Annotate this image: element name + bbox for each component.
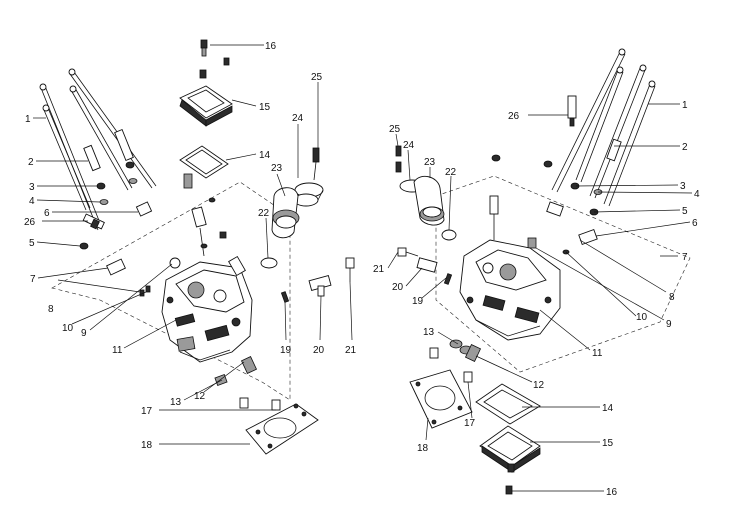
callout-label: 24: [403, 140, 415, 151]
right-cylinder-head-assembly: 1 26 2 3 4 5 6 7 8 10 9 11 12 13 17 18 1…: [373, 48, 700, 498]
cap: [169, 257, 181, 269]
callout-label: 7: [682, 252, 688, 263]
left-leader-lines: [33, 44, 353, 445]
cylinder-head-gasket: [245, 403, 319, 455]
callout-label: 19: [412, 296, 424, 307]
callout-label: 13: [423, 327, 435, 338]
callout-label: 21: [373, 264, 385, 275]
callout-label: 11: [592, 348, 603, 359]
callout-label: 1: [25, 114, 31, 125]
callout-label: 4: [694, 189, 700, 200]
callout-label: 14: [259, 150, 271, 161]
callout-label: 16: [606, 487, 618, 498]
callout-label: 26: [24, 217, 36, 228]
cylinder-head-gasket: [409, 369, 473, 429]
valve-cover-gasket: [179, 145, 229, 179]
right-leader-lines: [387, 103, 693, 492]
callout-label: 22: [445, 167, 457, 178]
spark-plug: [567, 95, 577, 127]
right-assembly-outline: [435, 175, 691, 373]
callout-label: 4: [29, 196, 35, 207]
fitting: [79, 242, 89, 250]
studs: [83, 129, 134, 172]
callout-label: 26: [508, 111, 520, 122]
callout-label: 19: [280, 345, 292, 356]
callout-label: 10: [62, 323, 74, 334]
callout-label: 6: [692, 218, 698, 229]
callout-label: 8: [669, 292, 675, 303]
left-assembly-outline: [51, 181, 291, 401]
callout-label: 25: [311, 72, 323, 83]
washers-nuts: [96, 161, 138, 205]
callout-label: 15: [259, 102, 271, 113]
intake-manifold: [260, 147, 324, 269]
bracket: [135, 201, 153, 217]
cover-screws: [505, 463, 515, 495]
head-bolts: [39, 68, 157, 231]
dowels-springs: [429, 339, 482, 383]
intake-manifold: [395, 145, 457, 241]
callout-label: 6: [44, 208, 50, 219]
callout-label: 23: [424, 157, 436, 168]
stud: [606, 138, 622, 162]
valve-cover: [179, 85, 233, 127]
valve-springs: [489, 195, 570, 255]
callout-label: 18: [141, 440, 153, 451]
callout-label: 18: [417, 443, 429, 454]
callout-label: 2: [28, 157, 34, 168]
callout-label: 9: [81, 328, 87, 339]
valve-springs: [183, 173, 227, 257]
callout-label: 2: [682, 142, 688, 153]
callout-label: 12: [194, 391, 206, 402]
pin: [145, 285, 151, 293]
callout-label: 3: [29, 182, 35, 193]
callout-label: 22: [258, 208, 270, 219]
spark-plug: [82, 213, 105, 230]
callout-label: 1: [682, 100, 688, 111]
callout-label: 15: [602, 438, 614, 449]
head-bolts: [551, 48, 656, 207]
callout-label: 23: [271, 163, 283, 174]
cylinder-head: [459, 239, 561, 341]
sensor-fittings: [397, 247, 453, 285]
left-callout-labels: 16 15 14 25 24 23 22 1 2 3 4 6 26 5 7 8 …: [24, 41, 357, 451]
callout-label: 17: [141, 406, 153, 417]
dowels-springs: [214, 356, 281, 411]
callout-label: 3: [680, 181, 686, 192]
left-cylinder-head-assembly: 16 15 14 25 24 23 22 1 2 3 4 6 26 5 7 8 …: [24, 39, 357, 455]
callout-label: 5: [682, 206, 688, 217]
callout-label: 20: [392, 282, 404, 293]
valve-cover-gasket: [475, 383, 541, 425]
cover-screws: [199, 39, 230, 79]
connector: [578, 228, 598, 246]
callout-label: 25: [389, 124, 401, 135]
sensor-fittings: [280, 257, 355, 303]
callout-label: 16: [265, 41, 277, 52]
bracket: [546, 201, 564, 217]
right-callout-labels: 1 26 2 3 4 5 6 7 8 10 9 11 12 13 17 18 1…: [373, 100, 700, 498]
valve-cover: [479, 425, 541, 473]
washers-nuts: [491, 154, 603, 195]
connector: [106, 258, 126, 276]
callout-label: 11: [112, 345, 123, 356]
callout-label: 14: [602, 403, 614, 414]
cylinder-head: [161, 255, 253, 363]
callout-label: 17: [464, 418, 476, 429]
callout-label: 8: [48, 304, 54, 315]
callout-label: 24: [292, 113, 304, 124]
callout-label: 12: [533, 380, 545, 391]
callout-label: 9: [666, 319, 672, 330]
callout-label: 7: [30, 274, 36, 285]
callout-label: 13: [170, 397, 182, 408]
callout-label: 5: [29, 238, 35, 249]
callout-label: 20: [313, 345, 325, 356]
callout-label: 10: [636, 312, 648, 323]
callout-label: 21: [345, 345, 357, 356]
